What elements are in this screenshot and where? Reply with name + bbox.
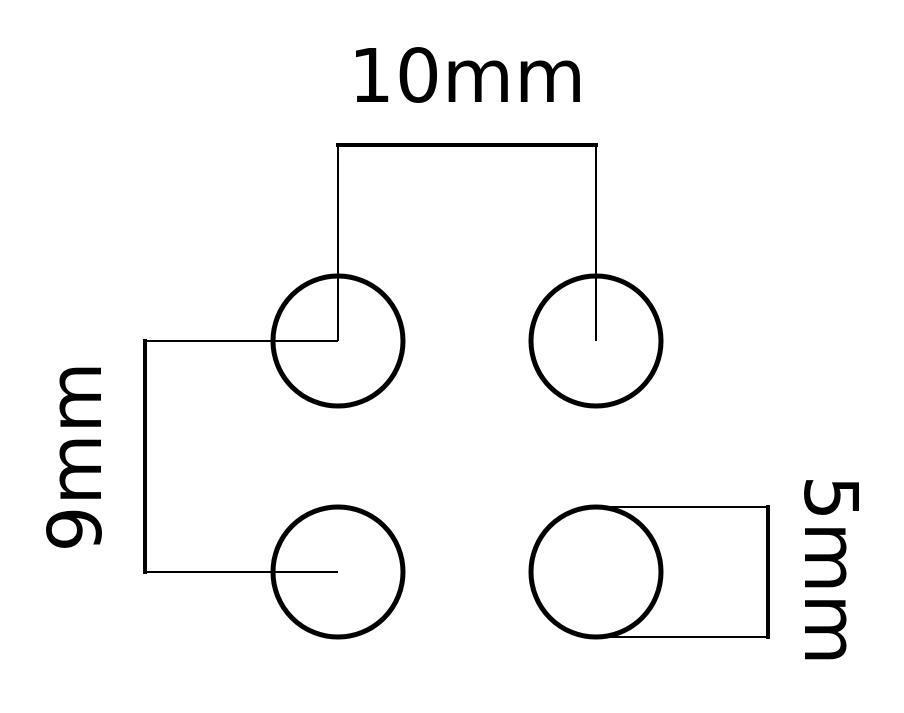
- hole-bottom-right: [528, 504, 664, 640]
- dim-10mm-label: 10mm: [348, 34, 586, 120]
- dimension-10mm: 10mm: [336, 34, 598, 341]
- dimension-5mm: 5mm: [596, 474, 873, 666]
- dim-5mm-label: 5mm: [787, 474, 873, 665]
- dimension-9mm: 9mm: [33, 339, 338, 574]
- dim-9mm-label: 9mm: [33, 361, 119, 552]
